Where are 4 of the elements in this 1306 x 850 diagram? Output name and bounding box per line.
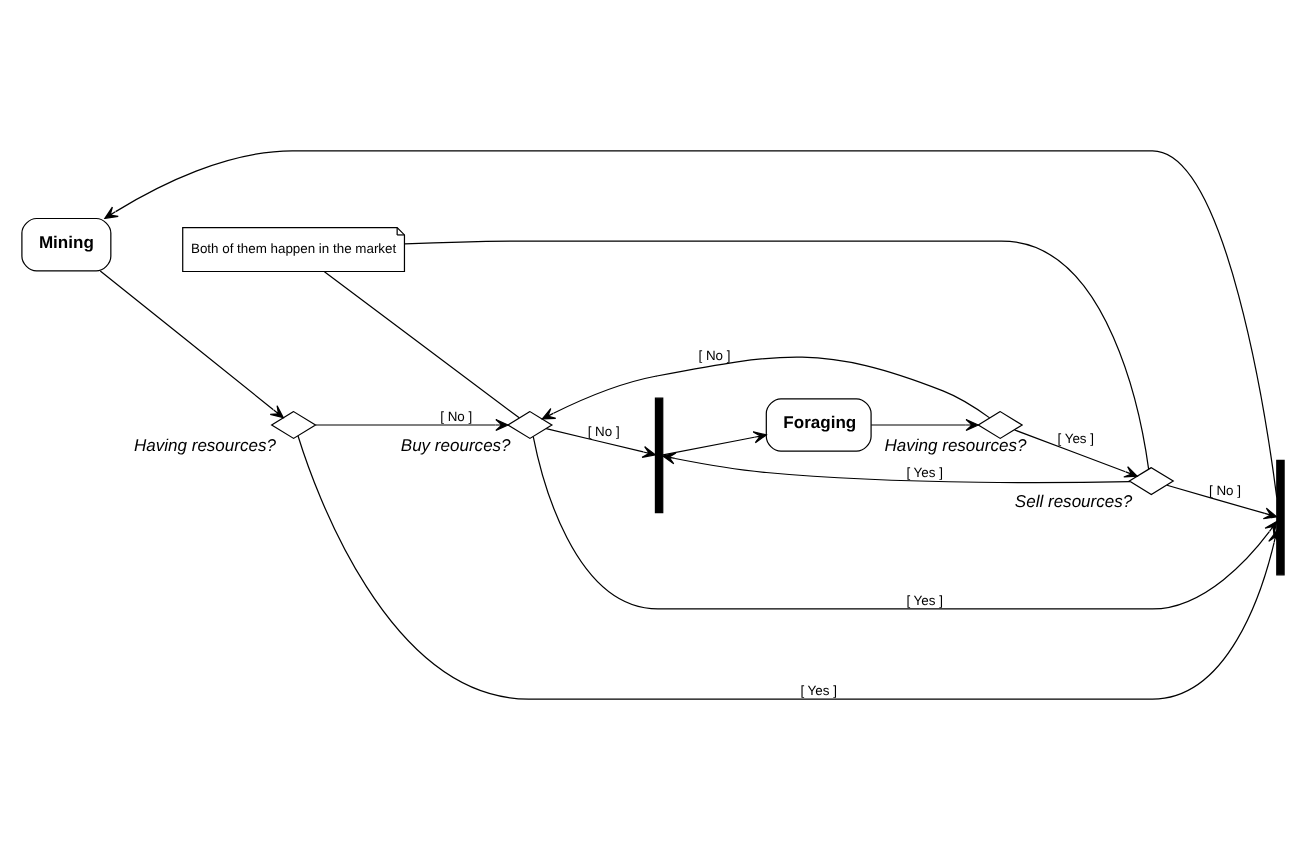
- node-label: Buy reources?: [400, 434, 511, 455]
- node-label: Having resources?: [133, 434, 276, 455]
- node-label: Sell resources?: [1014, 490, 1133, 511]
- node-label: Having resources?: [884, 434, 1027, 455]
